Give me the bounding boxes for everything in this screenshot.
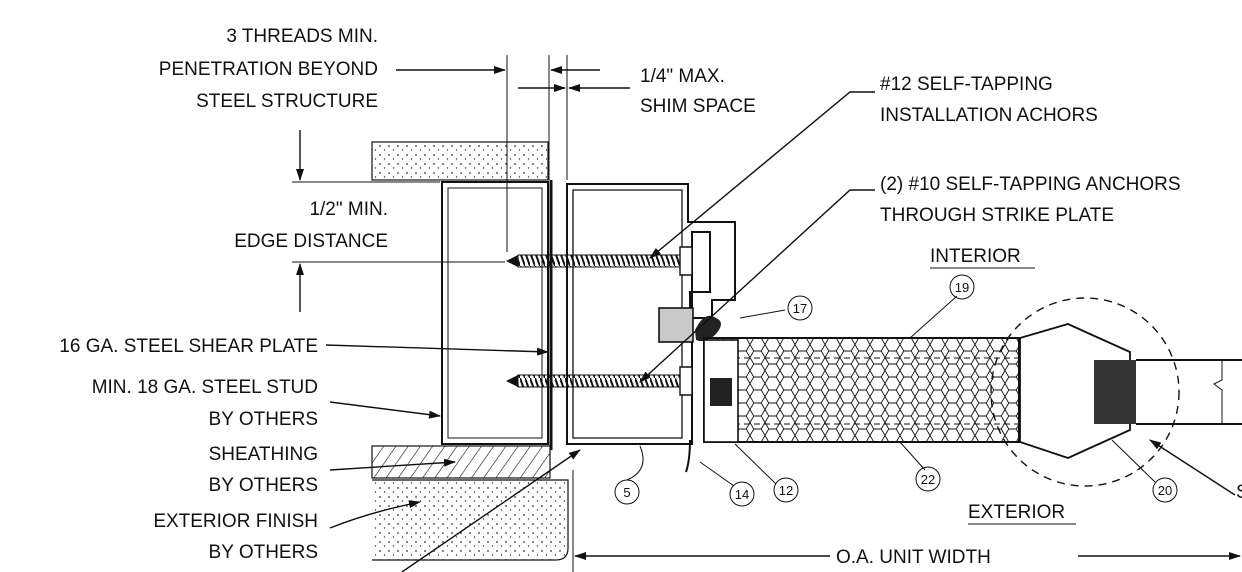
callout-14: 14 <box>735 487 749 502</box>
glazing-bead-bar <box>658 307 694 343</box>
glazing-stop-20 <box>1019 323 1131 459</box>
frame-profile-inner <box>572 189 683 439</box>
anchor-12-label-line1: #12 SELF-TAPPING <box>880 74 1053 95</box>
threads-label-line1: 3 THREADS MIN. <box>226 26 378 47</box>
threads-label-line3: STEEL STRUCTURE <box>196 91 378 112</box>
finish-label-line1: EXTERIOR FINISH <box>153 511 318 532</box>
interior-label: INTERIOR <box>930 246 1021 267</box>
anchor-10-label-line2: THROUGH STRIKE PLATE <box>880 205 1114 226</box>
sealant-strip-14 <box>685 439 691 473</box>
glazing-gasket <box>1094 360 1136 424</box>
edge-label-line1: 1/2" MIN. <box>309 199 388 220</box>
callout-5: 5 <box>623 485 630 500</box>
callout-17: 17 <box>793 301 807 316</box>
sheathing-label-line1: SHEATHING <box>209 444 318 465</box>
finish-label-line2: BY OTHERS <box>209 542 318 563</box>
anchor-10-label-line1: (2) #10 SELF-TAPPING ANCHORS <box>880 174 1181 195</box>
shear-plate-label: 16 GA. STEEL SHEAR PLATE <box>59 336 318 357</box>
sheathing-label-line2: BY OTHERS <box>209 475 318 496</box>
steel-stud-inner <box>447 187 543 439</box>
stud-label-line2: BY OTHERS <box>209 409 318 430</box>
glass-break <box>1213 360 1223 424</box>
threads-label-line2: PENETRATION BEYOND <box>159 59 378 80</box>
anchor-12-label-line2: INSTALLATION ACHORS <box>880 105 1098 126</box>
weatherstrip-17 <box>695 315 721 342</box>
insulated-sash <box>703 297 1242 487</box>
anchor-screws <box>506 246 693 396</box>
callout-balloons: 17 19 5 14 12 22 20 <box>614 274 1178 507</box>
labels: 3 THREADS MIN. PENETRATION BEYOND STEEL … <box>59 26 1242 568</box>
shim-label-line1: 1/4" MAX. <box>640 66 725 87</box>
exterior-label: EXTERIOR <box>968 502 1065 523</box>
callout-12: 12 <box>779 483 793 498</box>
honeycomb-core <box>703 337 1020 443</box>
callout-19: 19 <box>955 280 969 295</box>
cut-letter: S <box>1236 482 1242 503</box>
substrate <box>371 141 569 561</box>
leaders <box>292 55 1241 572</box>
callout-22: 22 <box>921 472 935 487</box>
stud-label-line1: MIN. 18 GA. STEEL STUD <box>92 377 318 398</box>
detail-circle <box>990 297 1180 487</box>
shim-label-line2: SHIM SPACE <box>640 96 756 117</box>
unit-width-label: O.A. UNIT WIDTH <box>836 547 991 568</box>
glass-unit <box>1136 359 1242 425</box>
screw-upper <box>506 246 693 276</box>
edge-label-line2: EDGE DISTANCE <box>234 231 388 252</box>
exterior-finish <box>372 479 569 561</box>
steel-stud <box>441 181 549 445</box>
concrete-above <box>371 141 549 181</box>
sash-insert <box>710 378 732 406</box>
callout-20: 20 <box>1158 483 1172 498</box>
sheathing <box>371 445 551 479</box>
